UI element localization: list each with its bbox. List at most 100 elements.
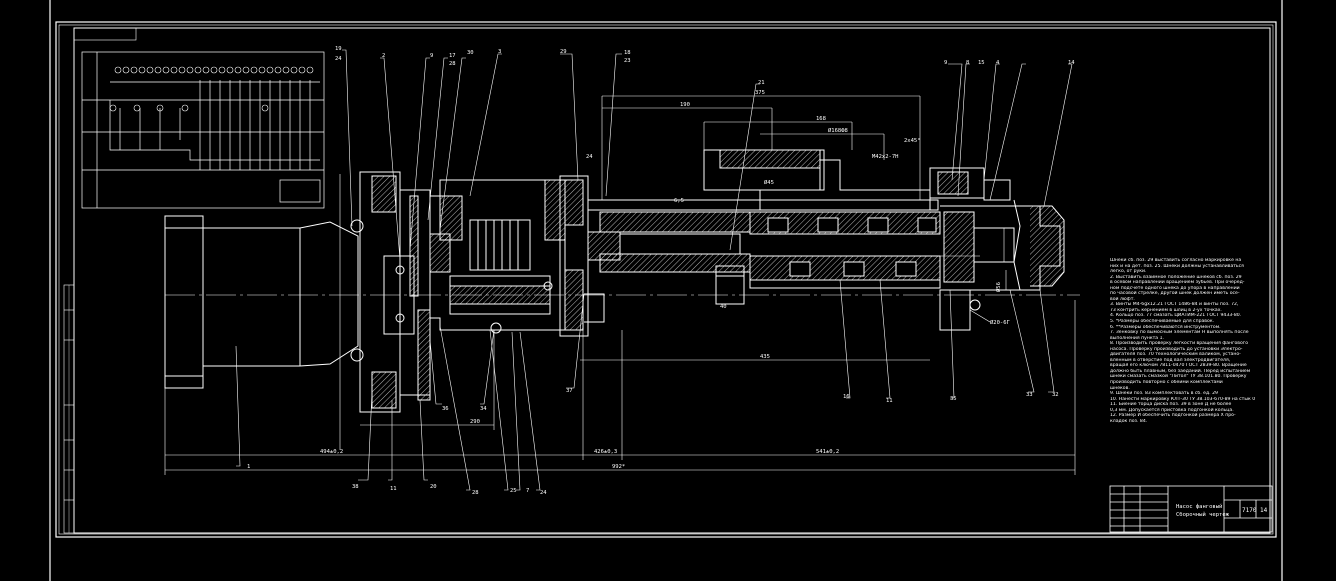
- callout-bottom-14: 32: [1052, 392, 1059, 398]
- callout-bottom-15: 1: [247, 464, 250, 470]
- dim-168: 168: [816, 116, 826, 122]
- note-line: 5. *Размеры обеспечиваемые для справок.: [1110, 319, 1215, 325]
- dim-541: 541±0,2: [816, 449, 839, 455]
- note-line: производить повторно с обеими комплектам…: [1110, 380, 1223, 386]
- note-line: выполнения пункта 1.: [1110, 335, 1164, 341]
- callout-top-5: 28: [449, 61, 456, 67]
- drawing-code: 7170: [1242, 507, 1257, 514]
- callout-bottom-3: 28: [472, 490, 479, 496]
- callout-bottom-1: 11: [390, 486, 397, 492]
- drawing-name-line1: Насос фанговый: [1176, 504, 1222, 510]
- callout-bottom-2: 20: [430, 484, 437, 490]
- callout-bottom-12: 35: [950, 396, 957, 402]
- dim-thread: М42х2-7Н: [872, 154, 899, 160]
- callout-top-8: 29: [560, 49, 567, 55]
- note-line: по часовой стрелке, другой шнек должен и…: [1110, 291, 1240, 297]
- note-line: кладок поз. 84.: [1110, 418, 1148, 424]
- pump-housing: [429, 175, 589, 337]
- electric-motor: [164, 215, 1080, 389]
- note-line: 4. Кольцо поз. 77 смазать ЦИАТИМ-221 ГОС…: [1110, 313, 1242, 319]
- callout-bottom-7: 36: [442, 406, 449, 412]
- nozzle-end: [929, 167, 1065, 331]
- dim-56: Ø56: [995, 282, 1002, 292]
- callout-top-14: 15: [978, 60, 985, 66]
- note-line: Шнеки сб. поз. 29 выставить согласно мар…: [1110, 258, 1242, 263]
- shaft-assembly: [584, 149, 941, 323]
- note-line: вой люфт.: [1110, 296, 1135, 302]
- note-line: 11. Биение торца диска поз. 39 в зоне Д …: [1110, 402, 1232, 408]
- dim-2x45: 2х45°: [904, 138, 921, 144]
- note-line: шнеков.: [1110, 385, 1130, 391]
- note-line: должно быть плавным, без заеданий. Перед…: [1110, 368, 1251, 374]
- note-line: 12. Размер И обеспечить подгонкой размер…: [1110, 413, 1236, 419]
- callout-top-3: 9: [430, 53, 433, 59]
- dim-40: 40: [720, 304, 727, 310]
- note-line: ном подсчете одного шнека до упора в нап…: [1110, 285, 1240, 291]
- drawing-name-line2: Сборочный чертеж: [1176, 511, 1230, 518]
- callout-top-11: 21: [758, 80, 765, 86]
- note-line: них и на дет. поз. 25. Шнеки должны уста…: [1110, 263, 1244, 269]
- callout-bottom-13: 33: [1026, 392, 1033, 398]
- technical-notes: Шнеки сб. поз. 29 выставить согласно мар…: [1110, 258, 1272, 424]
- dim-190: 190: [680, 102, 690, 108]
- note-line: в осевом направлении вращением зубьев. П…: [1110, 280, 1245, 286]
- note-line: вращая его ключом 7811-0470 ГОСТ 2839-80…: [1110, 363, 1247, 369]
- note-line: 8. Производить проверку легкости вращени…: [1110, 341, 1249, 347]
- callout-top-13: 8: [966, 60, 969, 66]
- callout-top-9: 18: [624, 50, 631, 56]
- leader-lines: [235, 49, 1073, 491]
- dimension-labels: 375 190 168 Ø168Ф8 2х45° М42х2-7Н Ø45 6,…: [320, 90, 1011, 470]
- drawing-frame: [49, 0, 1283, 581]
- note-line: 6. **Размеры обеспечиваются инструментом…: [1110, 324, 1221, 330]
- callout-top-7: 3: [498, 49, 501, 55]
- dim-pipe: Ø20-6Г: [990, 319, 1011, 326]
- callout-top-2: 2: [382, 53, 385, 59]
- callout-bottom-11: 11: [886, 398, 893, 404]
- callout-bottom-4: 25: [510, 488, 517, 494]
- note-line: легко, от руки.: [1110, 269, 1147, 275]
- note-line: насоса. Проверку производить до установк…: [1110, 346, 1243, 352]
- connection-table: [81, 51, 325, 209]
- note-line: 3. Винты М4-6gх12.21 ГОСТ 1486-84 и винт…: [1110, 302, 1239, 308]
- dim-45: Ø45: [764, 179, 774, 186]
- callout-top-10: 23: [624, 58, 631, 64]
- callout-top-0: 19: [335, 46, 342, 52]
- callout-top-6: 30: [467, 50, 474, 56]
- callout-numbers: 19 24 2 9 17 28 30 3 29 18 23 21 9 8 15 …: [247, 46, 1075, 496]
- note-line: 7. Зенковку по вымосным элементам Н выпо…: [1110, 330, 1249, 336]
- note-line: 10. Нанести маркировку КЛТ-30 ТУ 38.103-…: [1110, 396, 1256, 402]
- callout-top-4: 17: [449, 53, 456, 59]
- note-line: 2. Выставить взаимное положение шнеков с…: [1110, 274, 1242, 280]
- note-line: 0,3 мм. Допускается пристовка подгонкой …: [1110, 407, 1234, 413]
- sheet-number: 14: [1260, 507, 1268, 514]
- dim-24: 24: [586, 154, 593, 160]
- callout-bottom-9: 37: [566, 388, 573, 394]
- callout-bottom-6: 24: [540, 490, 547, 496]
- callout-top-1: 24: [335, 56, 342, 62]
- dim-494: 494±0,2: [320, 449, 343, 455]
- callout-bottom-0: 38: [352, 484, 359, 490]
- callout-top-16: 14: [1068, 60, 1075, 66]
- note-line: вленным в отверстие под вал электродвига…: [1110, 357, 1231, 363]
- dim-426: 426±0,3: [594, 449, 617, 455]
- dim-290: 290: [470, 419, 480, 425]
- dim-992: 992*: [612, 464, 625, 470]
- note-line: шнеки смазать смазкой "Литол" ТУ 38.101.…: [1110, 374, 1247, 380]
- dim-435: 435: [760, 354, 770, 360]
- callout-bottom-8: 34: [480, 406, 487, 412]
- callout-top-15: 4: [996, 60, 1000, 66]
- note-line: 73 контрить кернением в шлиц в 2-ух точк…: [1110, 307, 1222, 313]
- note-line: двигателя поз. 70 технологическим валико…: [1110, 352, 1241, 358]
- callout-top-12: 9: [944, 60, 947, 66]
- dim-375: 375: [755, 90, 765, 96]
- title-block: [1109, 485, 1273, 533]
- dim-small: 6,5: [674, 198, 684, 204]
- dimension-lines: [164, 95, 1076, 475]
- callout-bottom-10: 16: [843, 394, 850, 400]
- note-line: 9. Шнеки поз. 83 комплектовать в сб. ед.…: [1110, 391, 1218, 397]
- dim-168b: Ø168Ф8: [828, 127, 848, 134]
- callout-bottom-5: 7: [526, 488, 529, 494]
- coupling-housing: [350, 171, 431, 413]
